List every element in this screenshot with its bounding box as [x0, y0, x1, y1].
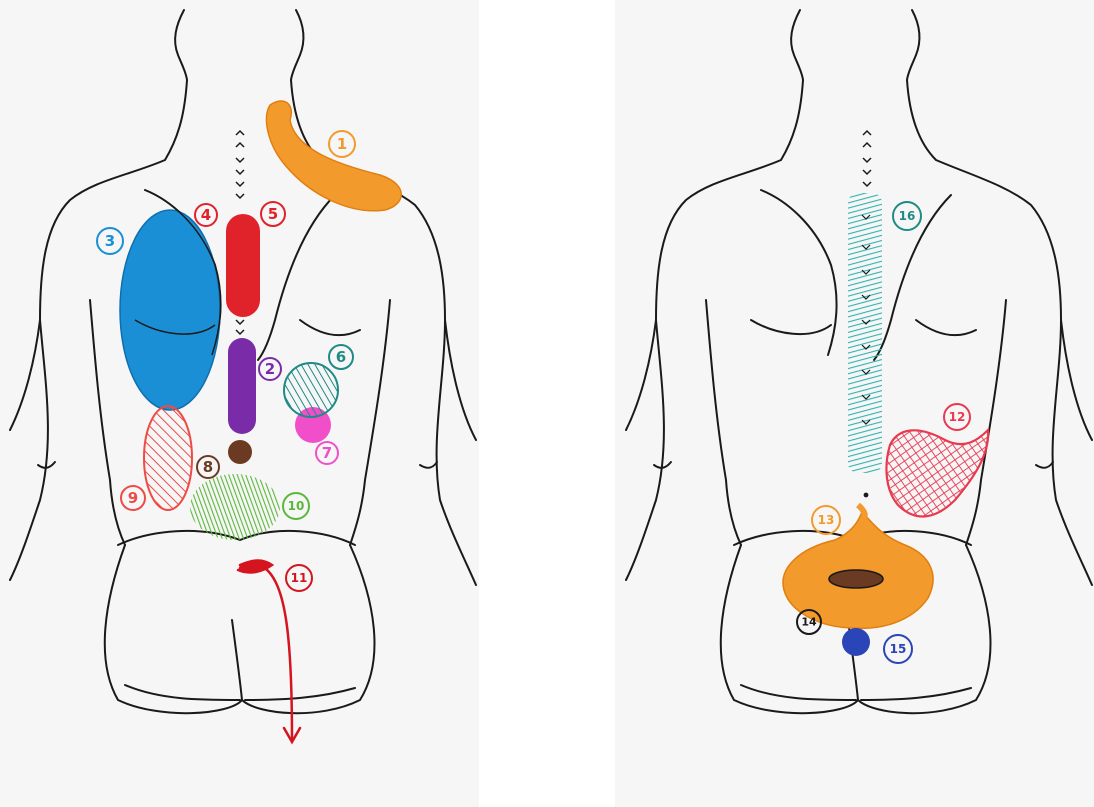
region-12-flank-crosshatch [886, 430, 988, 516]
region-2-mid-spine-purple [228, 338, 256, 434]
svg-text:10: 10 [288, 499, 305, 513]
region-1-shoulder-trapezius [266, 101, 401, 211]
svg-text:11: 11 [291, 571, 308, 585]
label-marker-5: 5 [261, 202, 285, 226]
label-marker-1: 1 [329, 131, 355, 157]
left-ear-outline [175, 10, 187, 80]
right-scapula-lower [300, 320, 360, 335]
label-marker-16: 16 [893, 202, 921, 230]
region-5-upper-spine-red [226, 214, 260, 317]
right-spine-marks [863, 131, 871, 186]
svg-text:12: 12 [949, 410, 966, 424]
region-10-lower-back-green [190, 474, 280, 540]
label-marker-3: 3 [97, 228, 123, 254]
region-9-flank-hatched [144, 406, 192, 510]
svg-text:5: 5 [268, 205, 278, 223]
label-marker-15: 15 [884, 635, 912, 663]
region-14-coccyx-brown [829, 570, 883, 588]
label-marker-11: 11 [286, 565, 312, 591]
region-3-scapula-blue [120, 210, 220, 410]
label-marker-12: 12 [944, 404, 970, 430]
svg-text:4: 4 [201, 206, 211, 224]
region-15-tailbone-navy [842, 628, 870, 656]
label-marker-4: 4 [195, 204, 217, 226]
svg-text:16: 16 [899, 209, 916, 223]
right-torso-side [350, 300, 390, 545]
label-marker-10: 10 [283, 493, 309, 519]
left-torso-side [90, 300, 125, 545]
label-marker-8: 8 [197, 456, 219, 478]
svg-text:1: 1 [337, 135, 347, 153]
region-6-teal-kidney [284, 363, 338, 417]
label-marker-13: 13 [812, 506, 840, 534]
region-8-lumbar-point [228, 440, 252, 464]
label-marker-2: 2 [259, 358, 281, 380]
svg-text:9: 9 [128, 489, 138, 507]
label-marker-7: 7 [316, 442, 338, 464]
right-elbow-mark [420, 462, 437, 468]
svg-text:8: 8 [203, 458, 213, 476]
right-gluteal-fold [245, 688, 355, 700]
svg-text:15: 15 [890, 642, 907, 656]
right-ear-outline [291, 10, 303, 80]
region-16-full-spine-cyan [848, 193, 882, 473]
svg-text:14: 14 [801, 616, 817, 629]
left-gluteal-fold [125, 685, 240, 700]
svg-text:3: 3 [105, 232, 115, 250]
right-arm-inner [437, 320, 476, 585]
left-arm-inner [10, 320, 48, 580]
svg-text:2: 2 [265, 360, 275, 378]
gluteal-cleft [232, 620, 242, 700]
svg-text:13: 13 [818, 513, 835, 527]
label-marker-6: 6 [329, 345, 353, 369]
svg-text:6: 6 [336, 348, 346, 366]
svg-text:7: 7 [322, 444, 332, 462]
label-marker-9: 9 [121, 486, 145, 510]
